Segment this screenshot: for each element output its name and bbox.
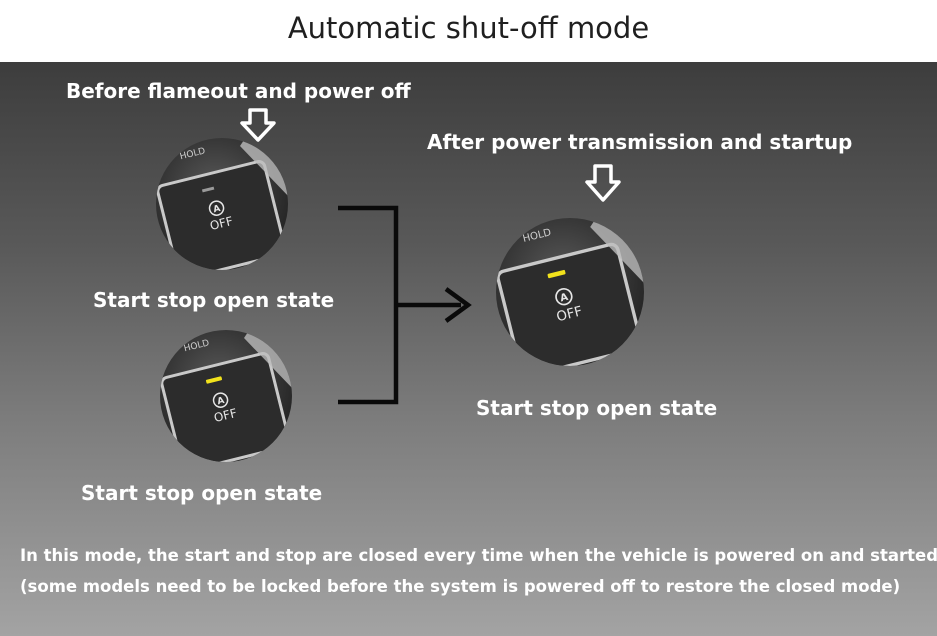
down-arrow-icon-right — [585, 164, 621, 202]
a-symbol-1: A — [212, 204, 221, 215]
a-symbol-2: A — [216, 396, 225, 407]
state-label-top: Start stop open state — [93, 288, 335, 312]
before-heading: Before flameout and power off — [66, 79, 411, 103]
mode-note-line-1: In this mode, the start and stop are clo… — [20, 546, 937, 565]
state-label-bottom: Start stop open state — [81, 481, 323, 505]
a-symbol-3: A — [559, 292, 569, 305]
off-text-2: OFF — [212, 406, 238, 425]
start-stop-button-on-indicator: A OFF HOLD — [160, 330, 292, 462]
page-title: Automatic shut-off mode — [287, 11, 650, 45]
off-text-1: OFF — [208, 214, 234, 233]
bracket-connector — [338, 205, 472, 405]
start-stop-button-off-indicator: A OFF HOLD — [156, 138, 288, 270]
off-text-3: OFF — [555, 304, 584, 325]
mode-note-line-2: (some models need to be locked before th… — [20, 577, 901, 596]
down-arrow-icon-top — [240, 108, 276, 142]
diagram-panel: Before flameout and power off After powe… — [0, 62, 937, 636]
after-heading: After power transmission and startup — [427, 130, 853, 154]
state-label-right: Start stop open state — [476, 396, 718, 420]
start-stop-button-result: A OFF HOLD — [496, 218, 644, 366]
